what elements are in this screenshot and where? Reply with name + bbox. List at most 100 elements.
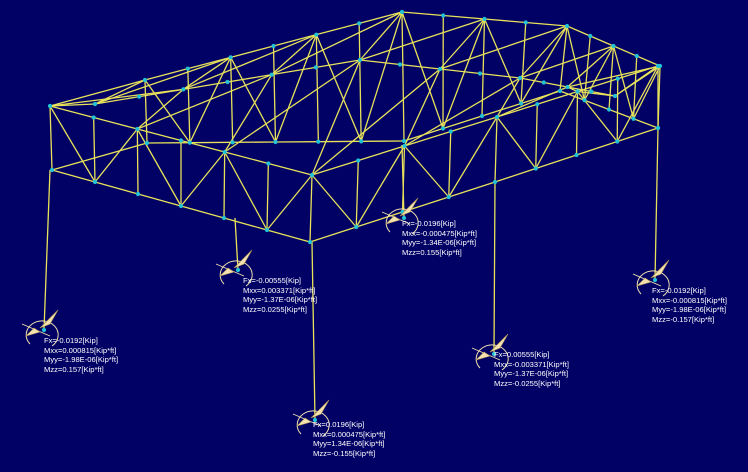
frame-node	[657, 63, 663, 69]
reaction-mzz: Mzz=-0.0255[Kip*ft]	[494, 378, 561, 388]
frame-node	[615, 139, 620, 144]
reaction-symbols	[21, 197, 670, 437]
frame-node	[47, 103, 53, 109]
frame-member	[227, 74, 272, 83]
frame-member	[187, 68, 191, 143]
force-arrow-cone	[310, 399, 330, 419]
frame-node	[565, 84, 570, 90]
frame-member	[183, 34, 317, 90]
frame-member	[567, 45, 614, 88]
reaction-fx: Fx=-0.0192[Kip]	[44, 336, 98, 345]
reaction-mzz: Mzz=0.157[Kip*ft]	[44, 364, 104, 374]
frame-node	[178, 203, 184, 209]
moment-arrow-cone	[635, 277, 652, 287]
frame-member	[399, 63, 441, 70]
frame-member	[566, 25, 586, 101]
frame-node	[313, 65, 318, 70]
reaction-mxx: Mxx=0.000815[Kip*ft]	[44, 345, 117, 355]
frame-member	[479, 72, 521, 79]
frame-node	[135, 191, 141, 197]
frame-node	[359, 139, 364, 144]
frame-node	[518, 101, 524, 106]
frame-member	[183, 81, 228, 90]
frame-member	[484, 18, 526, 24]
frame-member	[49, 105, 94, 119]
frame-member	[274, 34, 317, 143]
frame-node	[564, 23, 570, 29]
frame-node	[615, 76, 620, 81]
frame-node	[357, 21, 362, 26]
frame-member	[494, 167, 536, 183]
frame-member	[448, 131, 452, 198]
frame-node	[441, 13, 446, 18]
frame-member	[535, 91, 579, 169]
frame-member	[266, 163, 269, 231]
frame-member	[309, 174, 313, 243]
frame-member	[401, 11, 444, 129]
frame-node	[479, 113, 485, 119]
frame-node	[437, 66, 443, 72]
frame-member	[180, 205, 225, 219]
frame-member	[180, 151, 226, 207]
frame-member	[266, 229, 311, 243]
frame-node	[523, 20, 528, 25]
frame-node	[589, 89, 594, 94]
frame-member	[496, 103, 538, 118]
frame-member	[273, 34, 317, 47]
frame-node	[612, 93, 618, 99]
frame-member	[271, 34, 317, 76]
frame-member	[520, 25, 568, 104]
frame-member	[266, 174, 313, 231]
frame-node	[266, 161, 271, 166]
reaction-symbol	[632, 259, 670, 297]
frame-node	[440, 126, 446, 131]
frame-member	[234, 217, 239, 271]
frame-member	[359, 11, 403, 24]
frame-node	[221, 215, 227, 221]
frame-node	[354, 224, 359, 230]
frame-node	[187, 140, 192, 145]
moment-arrow-cone	[474, 351, 491, 361]
frame-node	[264, 227, 270, 233]
reaction-fx: Fx=0.0196[Kip]	[313, 420, 365, 429]
frame-member	[136, 128, 139, 195]
force-arrow-cone	[399, 197, 419, 217]
frame-member	[443, 14, 485, 20]
frame-node	[142, 77, 148, 83]
frame-member	[496, 77, 521, 118]
frame-member	[51, 169, 96, 183]
frame-node	[606, 107, 612, 112]
frame-member	[311, 174, 357, 228]
frame-member	[139, 88, 184, 98]
frame-node	[92, 101, 98, 107]
frame-member	[315, 34, 362, 142]
frame-member	[358, 23, 362, 142]
frame-member	[358, 145, 405, 162]
frame-member	[137, 193, 182, 207]
frame-member	[356, 211, 403, 228]
frame-member	[519, 25, 568, 79]
reaction-symbol	[381, 197, 419, 235]
frame-member	[496, 86, 568, 118]
frame-node	[631, 116, 636, 121]
reaction-myy: Myy=-1.37E-06[Kip*ft]	[243, 295, 318, 305]
frame-member	[49, 105, 53, 171]
frame-member	[49, 79, 146, 107]
reaction-symbol	[471, 333, 509, 371]
frame-member	[439, 25, 568, 70]
frame-member	[657, 65, 661, 129]
frame-node	[92, 179, 98, 185]
frame-member	[535, 104, 538, 169]
frame-nodes	[41, 9, 663, 423]
frame-node	[144, 140, 150, 146]
frame-member	[543, 81, 568, 88]
frame-member	[137, 128, 182, 142]
frame-member	[401, 11, 444, 17]
frame-node	[49, 167, 55, 173]
frame-node	[402, 143, 407, 149]
frame-node	[541, 80, 546, 85]
reaction-symbol	[292, 399, 330, 437]
frame-member	[636, 55, 661, 67]
